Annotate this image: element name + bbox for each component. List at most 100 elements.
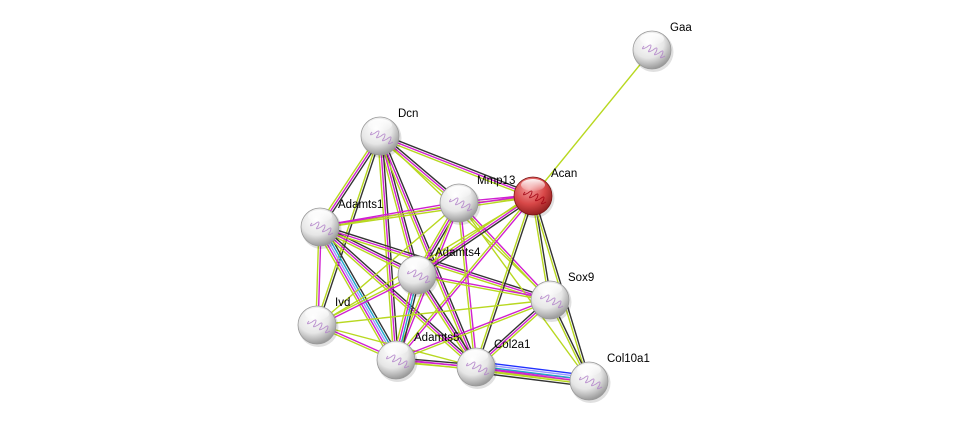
protein-structure-icon [310,221,334,236]
edge-line-coexpression [475,371,589,388]
edge-adamts1-col2a1[interactable] [318,224,478,370]
edge-line-textmining [315,228,393,363]
edge-adamts4-sox9[interactable] [416,273,551,302]
protein-structure-icon [370,130,394,145]
protein-structure-icon [386,354,410,369]
edge-line-experiments [317,227,395,362]
node-label: Mmp13 [477,175,515,187]
edge-line-coexpression [417,197,535,278]
edge-acan-col2a1[interactable] [474,195,535,368]
edge-line-coexpression [476,196,535,368]
node-highlight [538,283,562,295]
edge-line-textmining [320,203,460,229]
edge-line-experiments [416,195,534,276]
node-highlight [368,119,392,131]
edge-line-experiments [417,273,551,300]
edge-line-textmining [394,194,533,360]
protein-structure-icon [579,375,603,390]
nodes-layer: GaaDcnAcanMmp13Adamts1Adamts4Sox9IvdAdam… [297,22,692,403]
edge-line-textmining [315,135,380,325]
edge-line-experiments [379,135,534,197]
protein-structure-icon [642,44,666,59]
node-label: Acan [551,168,577,180]
node-dcn[interactable]: Dcn [360,108,418,158]
edge-line-coexpression [380,133,535,195]
node-label: Col2a1 [494,339,530,351]
edge-line-experiments [459,201,552,300]
node-label: Dcn [398,108,418,120]
node-label: Adamts1 [338,199,383,211]
edge-line-textmining [320,196,534,229]
protein-structure-icon [307,319,331,334]
node-label: Col10a1 [607,353,650,365]
protein-structure-icon [523,190,547,205]
edge-line-textmining [396,300,551,362]
edge-gaa-acan[interactable] [532,49,653,197]
node-highlight [640,33,664,45]
edge-line-textmining [316,202,460,326]
node-acan[interactable]: Acan [513,168,577,218]
node-highlight [464,350,488,362]
edges-layer [315,49,653,388]
node-sox9[interactable]: Sox9 [530,272,594,322]
node-highlight [305,308,329,320]
edge-adamts5-sox9[interactable] [395,298,551,362]
edge-line-textmining [458,202,590,382]
edge-mmp13-sox9[interactable] [457,201,552,302]
protein-structure-icon [407,269,431,284]
edge-line-experiments [319,226,477,368]
edge-line-coexpression [317,136,382,326]
edge-line-experiments [319,201,459,227]
node-highlight [384,343,408,355]
node-label: Adamts5 [414,332,459,344]
node-ivd[interactable]: Ivd [297,297,350,347]
edge-line-textmining [316,299,551,326]
edge-line-coexpression [321,224,478,366]
edge-dcn-ivd[interactable] [315,135,382,326]
edge-line-coexpression [381,134,479,367]
node-adamts5[interactable]: Adamts5 [376,332,459,382]
edge-line-textmining [457,203,550,302]
node-highlight [577,364,601,376]
node-mmp13[interactable]: Mmp13 [439,175,515,225]
edge-line-textmining [474,195,533,367]
edge-acan-adamts4[interactable] [415,193,535,278]
node-label: Sox9 [568,272,594,284]
edge-line-experiments [459,202,478,367]
edge-line-textmining [318,228,475,370]
edge-line-homology [319,226,397,361]
edge-line-textmining [416,275,550,302]
node-gaa[interactable]: Gaa [632,22,692,72]
node-highlight [521,179,545,191]
edge-line-textmining [377,136,475,369]
node-highlight [447,186,471,198]
edge-acan-adamts5[interactable] [394,194,535,362]
node-col2a1[interactable]: Col2a1 [456,339,530,389]
edge-line-experiments [379,135,418,276]
edge-adamts1-adamts5[interactable] [315,224,401,363]
node-adamts1[interactable]: Adamts1 [300,199,383,249]
edge-line-coexpression [381,135,399,360]
protein-structure-icon [540,294,564,309]
node-highlight [308,210,332,222]
node-label: Ivd [335,297,350,309]
edge-adamts1-mmp13[interactable] [319,201,460,229]
edge-mmp13-ivd[interactable] [316,202,460,326]
node-label: Gaa [670,22,692,34]
edge-mmp13-col10a1[interactable] [458,202,590,382]
edge-dcn-acan[interactable] [378,133,535,199]
node-adamts4[interactable]: Adamts4 [397,247,481,297]
edge-line-textmining [378,137,533,199]
edge-ivd-sox9[interactable] [316,299,551,326]
edge-line-experiments [395,298,550,360]
edge-line-coexpression [323,224,401,359]
edge-line-cooccurrence [476,360,590,377]
protein-structure-icon [449,197,473,212]
protein-structure-icon [466,361,490,376]
node-highlight [405,258,429,270]
node-col10a1[interactable]: Col10a1 [569,353,650,403]
edge-line-experiments [396,196,535,362]
node-label: Adamts4 [435,247,481,259]
edge-line-coexpression [320,224,551,299]
